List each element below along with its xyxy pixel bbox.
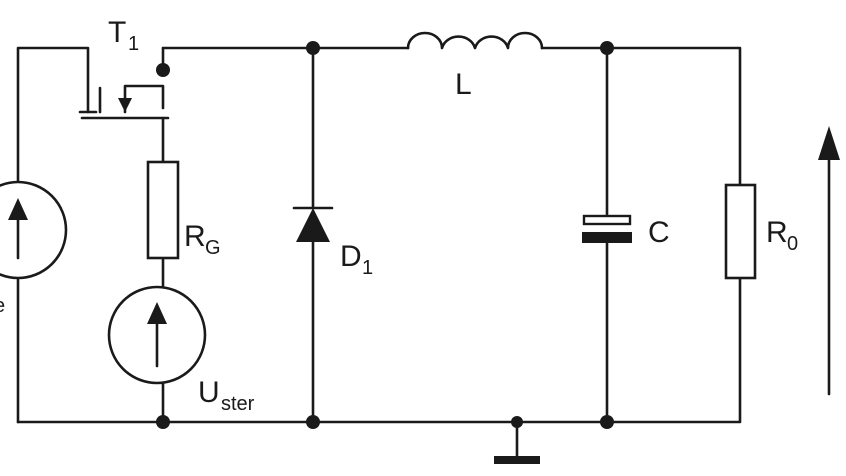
inductor-coil <box>406 31 544 50</box>
gate-resistor-label-sub: G <box>205 237 221 259</box>
bottom-rail <box>16 276 742 424</box>
capacitor-label: C <box>648 216 670 249</box>
load-resistor-r0: R 0 <box>724 183 798 280</box>
diode-d1: D 1 <box>292 206 373 279</box>
gate-resistor-rg: R G <box>146 160 221 260</box>
input-voltage-source: e <box>0 180 68 317</box>
load-resistor-label-sub: 0 <box>787 233 798 255</box>
control-source-arrow-icon <box>147 302 167 324</box>
capacitor-plate-top <box>582 214 632 226</box>
capacitor-plate-bottom <box>582 232 632 243</box>
load-resistor-label-main: R <box>766 216 788 249</box>
inductor-l: L <box>406 31 544 101</box>
ground-icon <box>494 456 540 464</box>
diode-label-main: D <box>340 240 362 273</box>
control-voltage-source: U ster <box>107 285 255 415</box>
output-arrow-icon <box>818 126 840 160</box>
transistor-label-sub: 1 <box>128 33 139 55</box>
junction-dots <box>156 41 614 429</box>
ground-symbol <box>494 456 540 464</box>
output-voltage-arrow <box>818 126 840 396</box>
input-source-arrow-icon <box>8 198 28 220</box>
control-source-label-main: U <box>198 376 220 409</box>
input-source-label-sub: e <box>0 295 5 317</box>
control-source-label-sub: ster <box>221 393 255 415</box>
transistor-t1: T 1 <box>78 16 170 120</box>
inductor-label: L <box>455 68 472 101</box>
capacitor-c: C <box>582 214 670 249</box>
diode-triangle-icon <box>296 208 330 242</box>
gate-resistor-label-main: R <box>184 220 206 253</box>
transistor-label-main: T <box>108 16 126 49</box>
transistor-arrow-icon <box>118 98 132 112</box>
top-rail-right <box>540 46 742 187</box>
diode-label-sub: 1 <box>362 257 373 279</box>
